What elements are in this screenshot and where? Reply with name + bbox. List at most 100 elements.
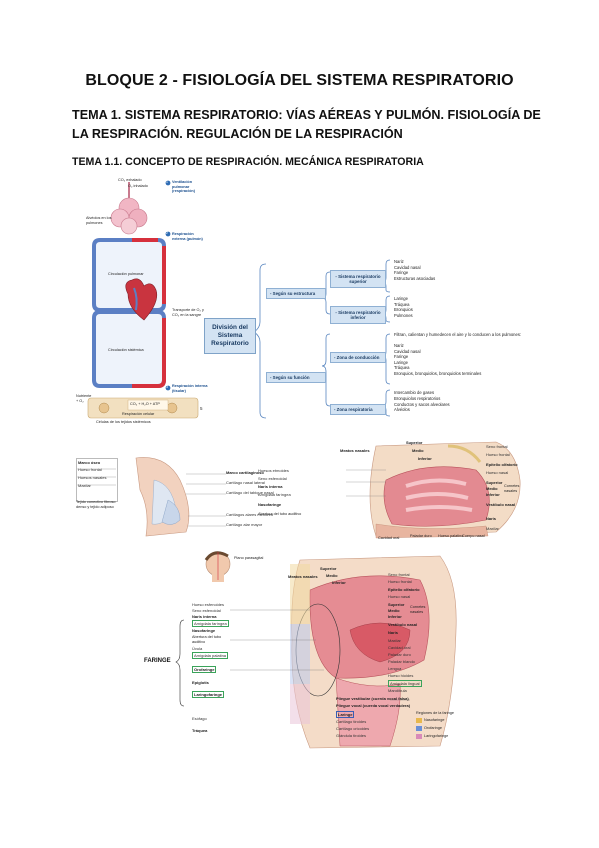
label-tejido-conectivo: Tejido conectivo fibroso denso y tejido … [76, 500, 116, 509]
label-hueso-frontal: Hueso frontal [486, 452, 510, 457]
heart-illustration [125, 278, 158, 321]
alveoli-illustration [110, 182, 148, 235]
label-f3-tiroides: Cartílago tiroides [336, 719, 367, 724]
list-item: Cavidad nasal [394, 264, 421, 270]
label-paladar-duro-2: Paladar duro [410, 534, 432, 538]
label-f3-esfenoides: Hueso esfenoides [192, 602, 225, 607]
label-f3-mandibula: Mandíbula [388, 688, 407, 693]
label-cavidad-oral-2: Cavidad oral [378, 536, 400, 540]
label-alares-menores: Cartílagos alares menores [226, 512, 273, 517]
label-f3-nasofaringe: Nasofaringe [192, 628, 216, 633]
label-huesos-nasales: Huesos nasales [78, 475, 107, 480]
label-f3-meatos: Meatos nasales [288, 574, 318, 579]
label-f3-laringe: Laringe [336, 711, 355, 718]
scheme-conduccion-list: Nariz Cavidad nasal Faringe Laringe Tráq… [394, 343, 481, 377]
scheme-respiratoria-box: - Zona respiratoria [330, 404, 386, 415]
label-cartilago-tabique: Cartílago del tabique nasal [226, 490, 274, 495]
label-cartilago-lateral: Cartílago nasal lateral [226, 480, 265, 485]
label-f3-amigdala-faringea: Amígdala faríngea [192, 620, 229, 627]
label-circulacion-sistemica: Circulación sistémica [108, 348, 144, 352]
label-co2-exhalado: CO₂ exhalado [118, 178, 142, 182]
step-3-number: 3 [166, 385, 168, 389]
list-item: Cavidad nasal [394, 348, 421, 354]
label-transporte: Transporte de O₂ y CO₂ en la sangre [172, 308, 204, 317]
step-3-marker [165, 385, 171, 391]
label-ventilacion: Ventilación pulmonar (respiración) [172, 180, 195, 194]
scheme-inf-list: Laringe Tráquea Bronquios Pulmones [394, 296, 413, 318]
label-regiones-title: Regiones de la faringe [416, 711, 454, 715]
label-f3-cornete-medio: Medio [388, 608, 400, 613]
label-f3-cornete-inferior: Inferior [388, 614, 402, 619]
label-f3-hioides: Hueso hioides [388, 673, 414, 678]
pharynx-figure: Plano parasagital FARINGE Hueso esfenoid… [140, 550, 460, 750]
label-marco-oseo: Marco óseo [78, 460, 101, 465]
list-item: Faringe [394, 270, 409, 276]
step-1-number: 1 [166, 180, 168, 184]
scheme-branch-estructura: - Según su estructura [266, 288, 326, 299]
nose-anatomy-figure: Marco óseo Hueso frontal Huesos nasales … [76, 440, 526, 542]
scheme-marker: 5 [200, 406, 203, 411]
scheme-conduccion-text: Filtran, calientan y humedecen el aire y… [394, 332, 522, 337]
label-co2-h2o-atp: CO₂ + H₂O + ATP [130, 402, 160, 406]
label-cornete-superior: Superior [486, 480, 503, 485]
label-etmoides: Huesos etmoides [258, 468, 289, 473]
label-cornete-inferior: Inferior [486, 492, 500, 497]
label-respiracion-interna: Respiración interna (tisular) [172, 384, 208, 393]
label-maxilar-left: Maxilar [78, 483, 91, 488]
list-item: Nariz [394, 343, 404, 348]
label-f3-paladar-blando: Paladar blando [388, 659, 415, 664]
label-cornetes-nasales: Cornetes nasales [504, 484, 520, 493]
label-f3-glandula-tiroides: Glándula tiroides [336, 733, 367, 738]
list-item: Laringe [394, 359, 408, 365]
label-amigdala-faringea: Amígdala faríngea [258, 492, 291, 497]
label-marco-cartilaginoso: Marco cartilaginoso [226, 470, 264, 475]
label-naris-interna: Naris interna [258, 484, 283, 489]
label-meato-inferior: Inferior [418, 456, 432, 461]
label-f3-inferior: Inferior [332, 580, 346, 585]
label-f3-cornete-superior: Superior [388, 602, 405, 607]
list-item: Tráquea [394, 301, 410, 307]
label-respiracion-celular: Respiración celular [122, 412, 155, 416]
list-item: Pulmones [394, 312, 413, 318]
label-f3-seno-esfenoidal: Seno esfenoidal [192, 608, 221, 613]
label-hueso-frontal-left: Hueso frontal [78, 467, 102, 472]
label-respiracion-externa: Respiración externa (pulmón) [172, 232, 203, 241]
label-f3-hueso-frontal: Hueso frontal [388, 579, 412, 584]
label-f3-cavidad-oral: Cavidad oral [388, 645, 411, 650]
label-f3-seno-frontal: Seno frontal [388, 572, 410, 577]
faringe-title: FARINGE [144, 658, 171, 664]
label-naris: Naris [486, 516, 497, 521]
label-f3-naris: Naris [388, 630, 399, 635]
head-illustration [204, 551, 231, 582]
label-f3-maxilar: Maxilar [388, 638, 401, 643]
label-f3-lengua: Lengua [388, 666, 402, 671]
scheme-sup-list: Nariz Cavidad nasal Faringe Estructuras … [394, 259, 435, 281]
list-item: Tráquea [394, 365, 410, 371]
label-meato-superior: Superior [406, 440, 423, 445]
label-cuerpo-nasal: Cuerpo nasal [462, 534, 485, 538]
label-f3-medio: Medio [326, 573, 338, 578]
label-f3-amigdala-palatina: Amígdala palatina [192, 652, 229, 659]
step-1-marker [165, 180, 171, 186]
label-f3-pliegue-vocal: Pliegue vocal (cuerda vocal verdadera) [336, 703, 411, 708]
scheme-branch-funcion: - Según su función [266, 372, 326, 383]
label-hueso-nasal: Hueso nasal [486, 470, 509, 475]
label-cornete-medio: Medio [486, 486, 498, 491]
label-f3-pliegue-vestibular: Pliegue vestibular (cuerda vocal falsa) [336, 696, 409, 701]
scheme-main-box: División del Sistema Respiratorio [204, 318, 256, 354]
label-f3-hueso-nasal: Hueso nasal [388, 594, 411, 599]
legend-laringofaringe: Laringofaringe [424, 734, 449, 738]
label-alveolos: Alvéolos en los pulmones [86, 216, 112, 225]
label-f3-superior: Superior [320, 566, 337, 571]
subtema-title: TEMA 1.1. CONCEPTO DE RESPIRACIÓN. MECÁN… [72, 156, 424, 168]
list-item: Laringe [394, 296, 408, 301]
label-f3-uvula: Úvula [192, 646, 203, 651]
label-nutriente: Nutriente + O₂ [76, 394, 92, 403]
scheme-conduccion-box: - Zona de conducción [330, 352, 386, 363]
scheme-respiratoria-text: Intercambio de gases [394, 390, 435, 395]
label-plano-parasagital: Plano parasagital [234, 556, 264, 560]
label-seno-esfenoidal: Seno esfenoidal [258, 476, 287, 481]
legend-swatch-laringofaringe [416, 734, 422, 739]
label-circulacion-pulmonar: Circulación pulmonar [108, 272, 144, 276]
label-seno-frontal: Seno frontal [486, 444, 508, 449]
